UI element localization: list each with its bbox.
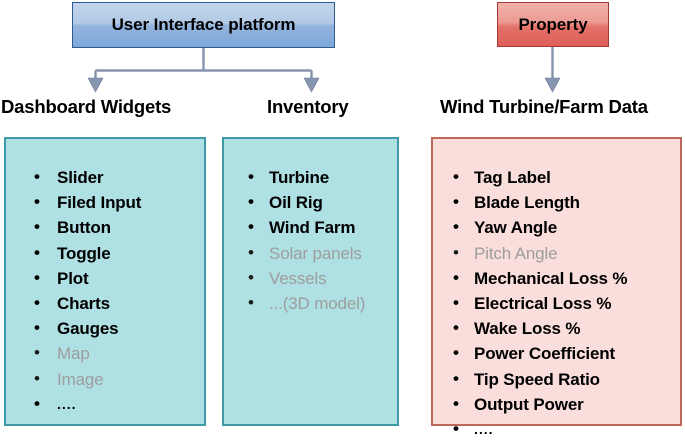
list-item[interactable]: Filed Input [6,189,204,215]
list-item[interactable]: Mechanical Loss % [433,265,680,291]
list-item[interactable]: Turbine [224,164,397,190]
list-item[interactable]: Map [6,340,204,366]
list-item[interactable]: Pitch Angle [433,240,680,266]
heading-dashboard-widgets: Dashboard Widgets [1,96,172,117]
list-item[interactable]: .... [433,416,680,442]
node-user-interface-platform[interactable]: User Interface platform [72,2,335,48]
diagram-canvas: User Interface platform Property Dashboa… [0,0,685,431]
heading-wind-turbine-farm-data: Wind Turbine/Farm Data [440,96,648,117]
list-item[interactable]: ...(3D model) [224,290,397,316]
list-wind-data: Tag LabelBlade LengthYaw AnglePitch Angl… [433,139,680,442]
list-item[interactable]: Electrical Loss % [433,290,680,316]
panel-dashboard-widgets: SliderFiled InputButtonTogglePlotChartsG… [4,137,206,426]
list-inventory: TurbineOil RigWind FarmSolar panelsVesse… [224,139,397,316]
arrowhead-dashboard [87,77,104,93]
list-item[interactable]: Power Coefficient [433,340,680,366]
list-item[interactable]: Wake Loss % [433,315,680,341]
list-dashboard-widgets: SliderFiled InputButtonTogglePlotChartsG… [6,139,204,417]
heading-inventory: Inventory [267,96,349,117]
list-item[interactable]: Gauges [6,315,204,341]
list-item[interactable]: Output Power [433,391,680,417]
node-property-label: Property [518,14,588,34]
list-item[interactable]: Slider [6,164,204,190]
node-ui-label: User Interface platform [111,15,296,34]
list-item[interactable]: Solar panels [224,240,397,266]
list-item[interactable]: Vessels [224,265,397,291]
list-item[interactable]: Tip Speed Ratio [433,365,680,392]
list-item[interactable]: Plot [6,265,204,291]
list-item[interactable]: Oil Rig [224,189,397,215]
list-item[interactable]: Yaw Angle [433,214,680,240]
list-item[interactable]: .... [6,391,204,417]
list-item[interactable]: Tag Label [433,164,680,190]
list-item[interactable]: Toggle [6,240,204,266]
panel-inventory: TurbineOil RigWind FarmSolar panelsVesse… [222,137,399,426]
node-property[interactable]: Property [497,2,609,47]
list-item[interactable]: Image [6,365,204,392]
list-item[interactable]: Charts [6,290,204,316]
arrowhead-wind [544,77,561,93]
panel-wind-turbine-farm-data: Tag LabelBlade LengthYaw AnglePitch Angl… [431,137,682,441]
list-item[interactable]: Wind Farm [224,214,397,240]
list-item[interactable]: Button [6,214,204,240]
arrowhead-inventory [303,77,320,93]
list-item[interactable]: Blade Length [433,189,680,215]
